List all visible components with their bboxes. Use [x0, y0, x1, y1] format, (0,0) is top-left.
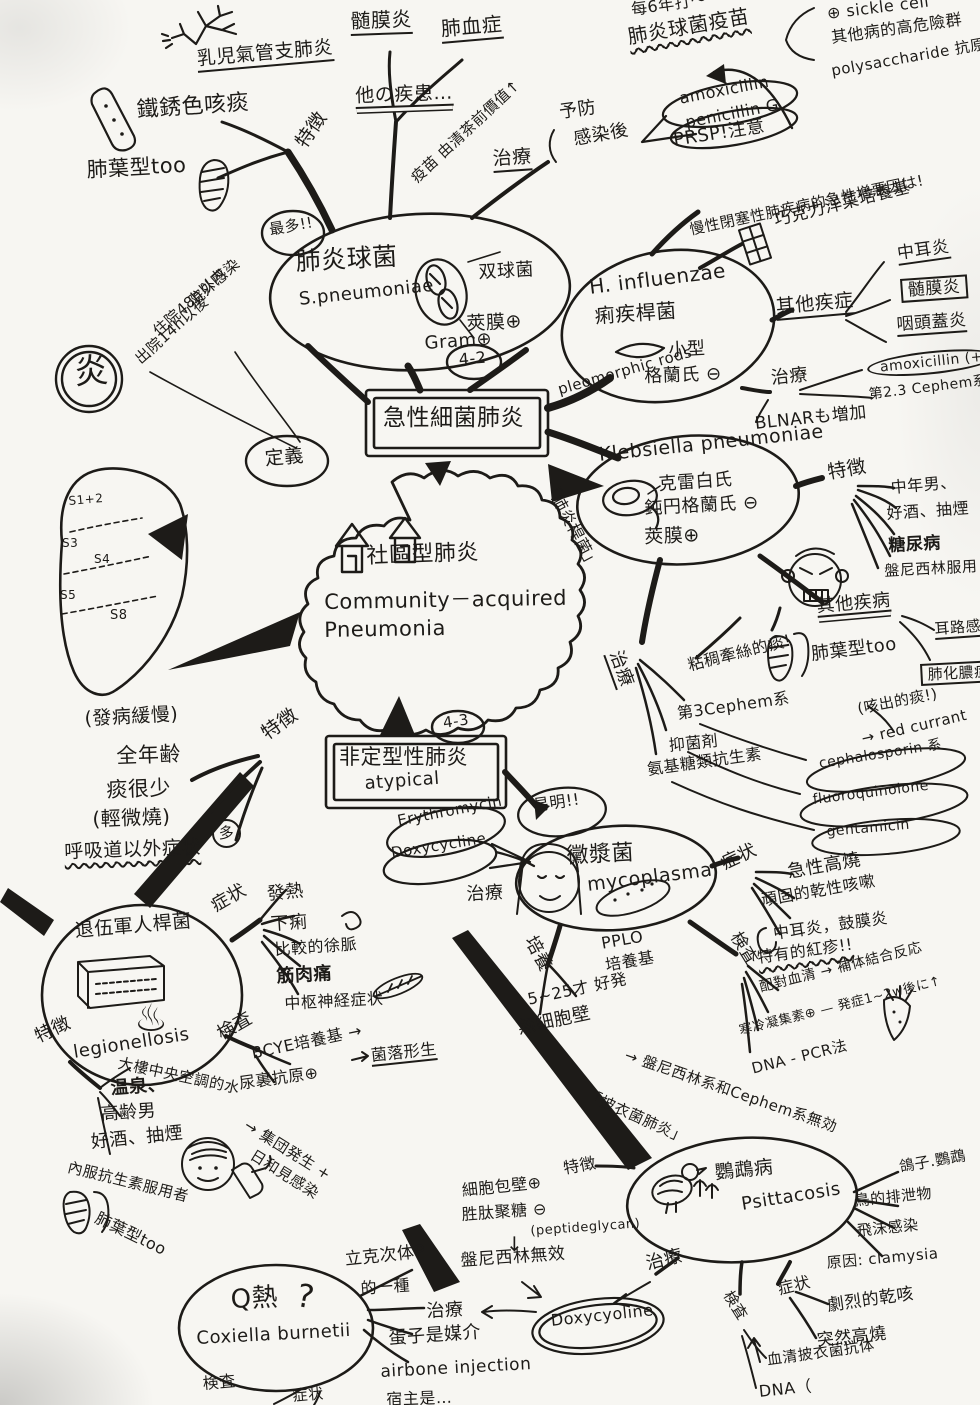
- definition-label: 定義: [263, 444, 305, 470]
- fluoroquinolone-oval: [799, 782, 969, 828]
- ear-doodle: [756, 927, 777, 954]
- easy-bubble-outline: [517, 786, 607, 838]
- psittacosis-branches: [521, 1164, 900, 1389]
- cap-zh: 社區型肺炎: [365, 540, 480, 569]
- ac-unit-doodle: [77, 955, 165, 1009]
- other-diseases-label: 他の疾患…: [354, 81, 454, 109]
- flame-circle-doodle: [54, 344, 124, 414]
- pneumococcus-branches: [216, 7, 815, 234]
- klebsiella-branches: [634, 475, 935, 831]
- legion-lung-doodle: [62, 1190, 110, 1235]
- myalgia: 筋肉痛: [275, 963, 333, 987]
- chocolate-agar-doodle: [737, 222, 773, 266]
- all-ages: 全年齢: [115, 741, 182, 768]
- gentamicin-oval: [811, 817, 961, 857]
- cephalosporin-oval: [805, 747, 967, 793]
- legionella-branches: [68, 888, 369, 1155]
- atypical-pneumonia-zh: 非定型性肺炎: [339, 745, 468, 769]
- ear-infection: 耳路感染: [934, 616, 980, 641]
- klebsiella-node-outline: [575, 434, 801, 566]
- kleb-capsule: 莢膜⊕: [643, 524, 701, 548]
- mycoplasma-branches: [538, 855, 796, 1054]
- houses-doodle: [334, 516, 422, 574]
- cap-cloud-outline: [298, 469, 586, 736]
- badge-4-2-outline: [445, 343, 503, 381]
- most-common-bubble-outline: [260, 209, 326, 257]
- qfever-name: Q熱: [229, 1282, 279, 1315]
- badge-4-3: 4-3: [441, 710, 471, 732]
- myco-name-zh: 黴漿菌: [565, 840, 635, 869]
- lobar-type-1: 肺葉型too: [85, 152, 188, 182]
- amoxicillin-penicillin-ovals: [640, 79, 799, 150]
- legionella-node-outline: [40, 903, 244, 1087]
- definition-oval: [244, 434, 330, 488]
- meningitis-spn: 髄膜炎: [350, 7, 413, 36]
- q-treatment-label: 治療: [425, 1299, 464, 1322]
- lung-abscess: 肺化膿症: [920, 660, 980, 687]
- striped-lung-doodle: [198, 159, 230, 212]
- qfever-branches: [273, 1268, 537, 1405]
- little-sputum: 痰很少: [105, 775, 172, 802]
- acute-bacterial-box: [364, 388, 550, 458]
- carrot-doodle: [883, 985, 913, 1041]
- onsen-icon: ♨: [134, 996, 169, 1040]
- qfever-node-outline: [177, 1263, 375, 1393]
- diabetes: 糖尿病: [887, 533, 942, 556]
- erythromycin-doxycycline-ovals: [382, 806, 536, 886]
- bronchi-doodle: [160, 4, 238, 50]
- angry-face-doodle: [781, 547, 849, 607]
- diarrhea-swirl-doodle: [341, 911, 362, 931]
- many-circled: 多: [212, 819, 241, 848]
- hot-spring: 温泉、: [109, 1074, 167, 1099]
- acute-bacterial-pneumonia: 急性細菌肺炎: [383, 405, 524, 431]
- diplococcus-doodle: [414, 251, 501, 339]
- feather-doodle: [372, 972, 424, 1000]
- girl-face-doodle: [516, 842, 671, 917]
- flame-character: 炎: [72, 350, 111, 393]
- pneumococcus-node-outline: [268, 212, 572, 372]
- sputum-tube-doodle: [90, 87, 137, 152]
- main-branches: [0, 343, 652, 1292]
- hflu-treatment-label: 治療: [769, 364, 809, 389]
- old-man-doodle: [181, 1137, 272, 1199]
- spn-treatment-label: 治療: [492, 145, 533, 173]
- elderly-men: 高齢男: [99, 1100, 157, 1125]
- spn-name-zh: 肺炎球菌: [294, 241, 399, 276]
- a-kind-of: 的一種: [359, 1275, 411, 1298]
- cap-en-2: Pneumonia: [323, 615, 447, 642]
- mild-fever: (輕微燒): [91, 804, 171, 831]
- slow-onset: (發病緩慢): [83, 703, 179, 730]
- definition-lines: [149, 351, 301, 449]
- segment-s5: S5: [60, 588, 77, 602]
- doxycyoline-oval: [531, 1296, 665, 1356]
- host-cut: 宿主是…: [385, 1387, 453, 1405]
- q-symptoms-cut: 症状: [291, 1384, 325, 1405]
- segment-s3: S3: [62, 536, 79, 550]
- myco-treatment-label: 治療: [465, 882, 504, 905]
- mycoplasma-node-outline: [514, 824, 718, 932]
- hflu-rod-doodle: [614, 342, 666, 359]
- bird-and-trees-doodle: [651, 1163, 719, 1214]
- hflu-branches: [649, 209, 891, 423]
- badge-4-2: 4-2: [457, 347, 488, 369]
- meningitis-hflu: 髄膜炎: [900, 274, 969, 304]
- diplococcus-label: 双球菌: [477, 259, 535, 283]
- extrapulmonary-symptoms: 呼吸道以外症状: [63, 836, 202, 863]
- diarrhea: 下痢: [269, 911, 309, 935]
- lung-segment-diagram: [58, 467, 189, 696]
- segment-s8: S8: [110, 608, 128, 623]
- down-arrow: ↓: [506, 1232, 524, 1256]
- klebsiella-capsule-doodle: [602, 479, 661, 530]
- q-test-label: 検査: [201, 1371, 237, 1393]
- kleb-arrow-curve: [867, 705, 895, 733]
- segment-s4: S4: [94, 552, 111, 566]
- kleb-lung-doodle: [767, 632, 810, 682]
- cap-en-1: Community－acquired: [323, 585, 568, 614]
- fever-legion: 發熱: [265, 880, 305, 905]
